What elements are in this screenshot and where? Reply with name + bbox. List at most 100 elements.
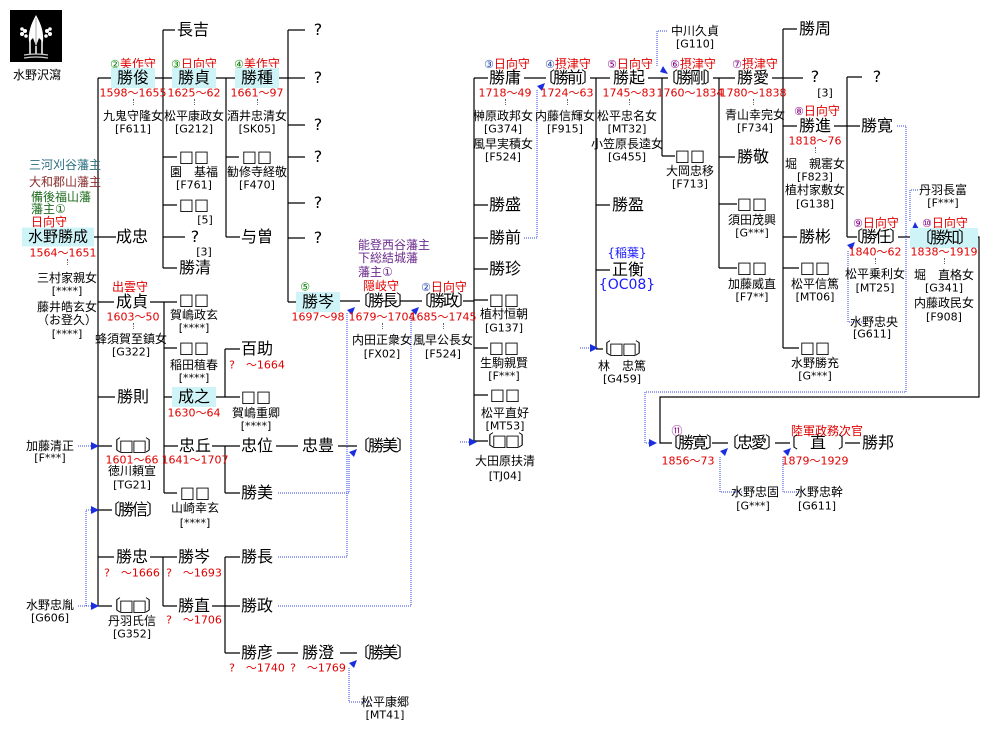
rank-badge: ④ — [545, 58, 555, 71]
reference-code: [G455] — [607, 150, 647, 164]
reference-code: {OC08} — [598, 277, 656, 293]
life-dates: 1625〜62 — [167, 86, 221, 100]
reference-code: [G352] — [112, 627, 152, 641]
reference-code: [F713] — [672, 177, 708, 191]
spouse-name: 松平乗利女 — [844, 267, 906, 281]
life-dates: 1879〜1929 — [781, 454, 849, 468]
life-dates: ? 〜1769 — [290, 661, 346, 675]
spouse-connector — [382, 323, 383, 329]
rank-badge: ⑧ — [794, 105, 804, 118]
person-name: 勝美 — [240, 483, 274, 502]
arrowheads — [91, 66, 920, 668]
external-person: 水野忠胤 — [25, 598, 75, 612]
spouse-name: 賀嶋政玄 — [169, 308, 219, 322]
life-dates: 1718〜49 — [478, 86, 532, 100]
person-name: 百助 — [240, 339, 274, 358]
reference-code: [G***] — [735, 226, 769, 240]
spouse-connector — [875, 258, 876, 264]
person-name: □□ — [178, 338, 210, 357]
person-name: 〔勝美〕 — [353, 436, 412, 455]
person-name: 勝直 — [177, 596, 211, 615]
unknown-person: ? — [872, 67, 882, 86]
arrow-icon — [783, 448, 791, 456]
reference-code: [F915] — [547, 122, 583, 136]
office-title: 日向守 — [31, 215, 68, 229]
external-person: 中川久貞 — [670, 24, 720, 38]
spouse-name: 山崎幸玄 — [170, 501, 220, 515]
life-dates: 1840〜62 — [848, 245, 902, 259]
office: 日向守 — [862, 216, 899, 230]
spouse-name: 松平康政女 — [163, 109, 225, 123]
arrow-icon — [91, 602, 99, 610]
life-dates: 1697〜98 — [291, 310, 345, 324]
reference-code: [SK05] — [238, 122, 276, 136]
external-person: 丹羽長富 — [918, 183, 968, 197]
person-name: 勝岑 — [295, 292, 341, 312]
reference-code: [G606] — [30, 611, 70, 625]
reference-code: [G138] — [795, 197, 835, 211]
arrow-icon — [469, 438, 477, 446]
spouse-connector — [815, 147, 816, 153]
person-name: 勝盛 — [488, 195, 522, 214]
reference-code: [F823] — [797, 170, 833, 184]
person-name: □□ — [736, 258, 768, 277]
rank-badge: ② — [421, 281, 431, 294]
spouse-connector — [753, 99, 754, 105]
spouse-connector — [67, 259, 68, 265]
office: 摂津守 — [554, 57, 591, 71]
person-name: 忠位 — [240, 436, 274, 455]
office-title: 隠岐守 — [362, 279, 400, 293]
person-name: □□ — [178, 195, 210, 214]
domain-title: 能登西谷藩主 — [358, 238, 431, 252]
person-name: 成之 — [171, 387, 217, 407]
person-name: □□ — [489, 385, 521, 404]
office-title: ③日向守 — [171, 55, 217, 71]
person-name: 成忠 — [115, 227, 149, 246]
reference-code: [TJ04] — [488, 469, 522, 483]
reference-code: [MT53] — [485, 419, 525, 433]
person-name: 勝政 — [240, 596, 274, 615]
reference-code: [G322] — [111, 345, 151, 359]
spouse-connector — [194, 99, 195, 105]
person-name: 長吉 — [176, 20, 210, 39]
person-name: 勝岑 — [177, 547, 211, 566]
rank-badge: ⑪ — [671, 424, 683, 438]
external-person: 水野忠央 — [849, 315, 899, 329]
life-dates: 1564〜1651 — [29, 246, 97, 260]
office-title: 陸軍政務次官 — [790, 424, 864, 438]
reference-code: [F908] — [926, 310, 962, 324]
spouse-name: 内藤政民女 — [913, 296, 975, 310]
spouse-connector — [505, 99, 506, 105]
spouse-name: 丹羽氏信 — [107, 614, 157, 628]
office-title: 出雲守 — [111, 280, 149, 294]
life-dates: 1641〜1707 — [161, 453, 229, 467]
reference-code: [****] — [51, 327, 83, 341]
spouse-connector — [629, 99, 630, 105]
person-name: 忠丘 — [178, 436, 212, 455]
adoption-link-katsumasa — [278, 313, 412, 607]
person-name: 〔勝信〕 — [103, 500, 162, 519]
life-dates: 1661〜97 — [230, 86, 284, 100]
unknown-person: ? — [313, 147, 323, 166]
domain-title: 三河刈谷藩主 — [29, 158, 102, 172]
life-dates: 1630〜64 — [167, 406, 221, 420]
office: 美作守 — [119, 57, 156, 71]
person-name: 勝愛 — [736, 68, 770, 87]
rank-badge: ⑥ — [670, 58, 680, 71]
adoption-link-katsutomo — [909, 189, 918, 222]
spouse-connector — [257, 99, 258, 105]
count-note: [3] — [817, 86, 833, 100]
spouse-connector — [944, 258, 945, 264]
spouse-name: 稲田稙春 — [169, 358, 219, 372]
spouse-name: 風早公長女 — [412, 333, 474, 347]
person-name: 勝則 — [116, 387, 150, 406]
office-title: ⑥摂津守 — [670, 55, 716, 71]
life-dates: 1724〜63 — [540, 86, 594, 100]
reference-code: [F***] — [488, 369, 520, 383]
reference-code: [FX02] — [363, 347, 401, 361]
rank-badge: ⑦ — [732, 58, 742, 71]
adoption-link-katsutaka — [656, 30, 667, 66]
reference-code: [G***] — [736, 499, 770, 513]
